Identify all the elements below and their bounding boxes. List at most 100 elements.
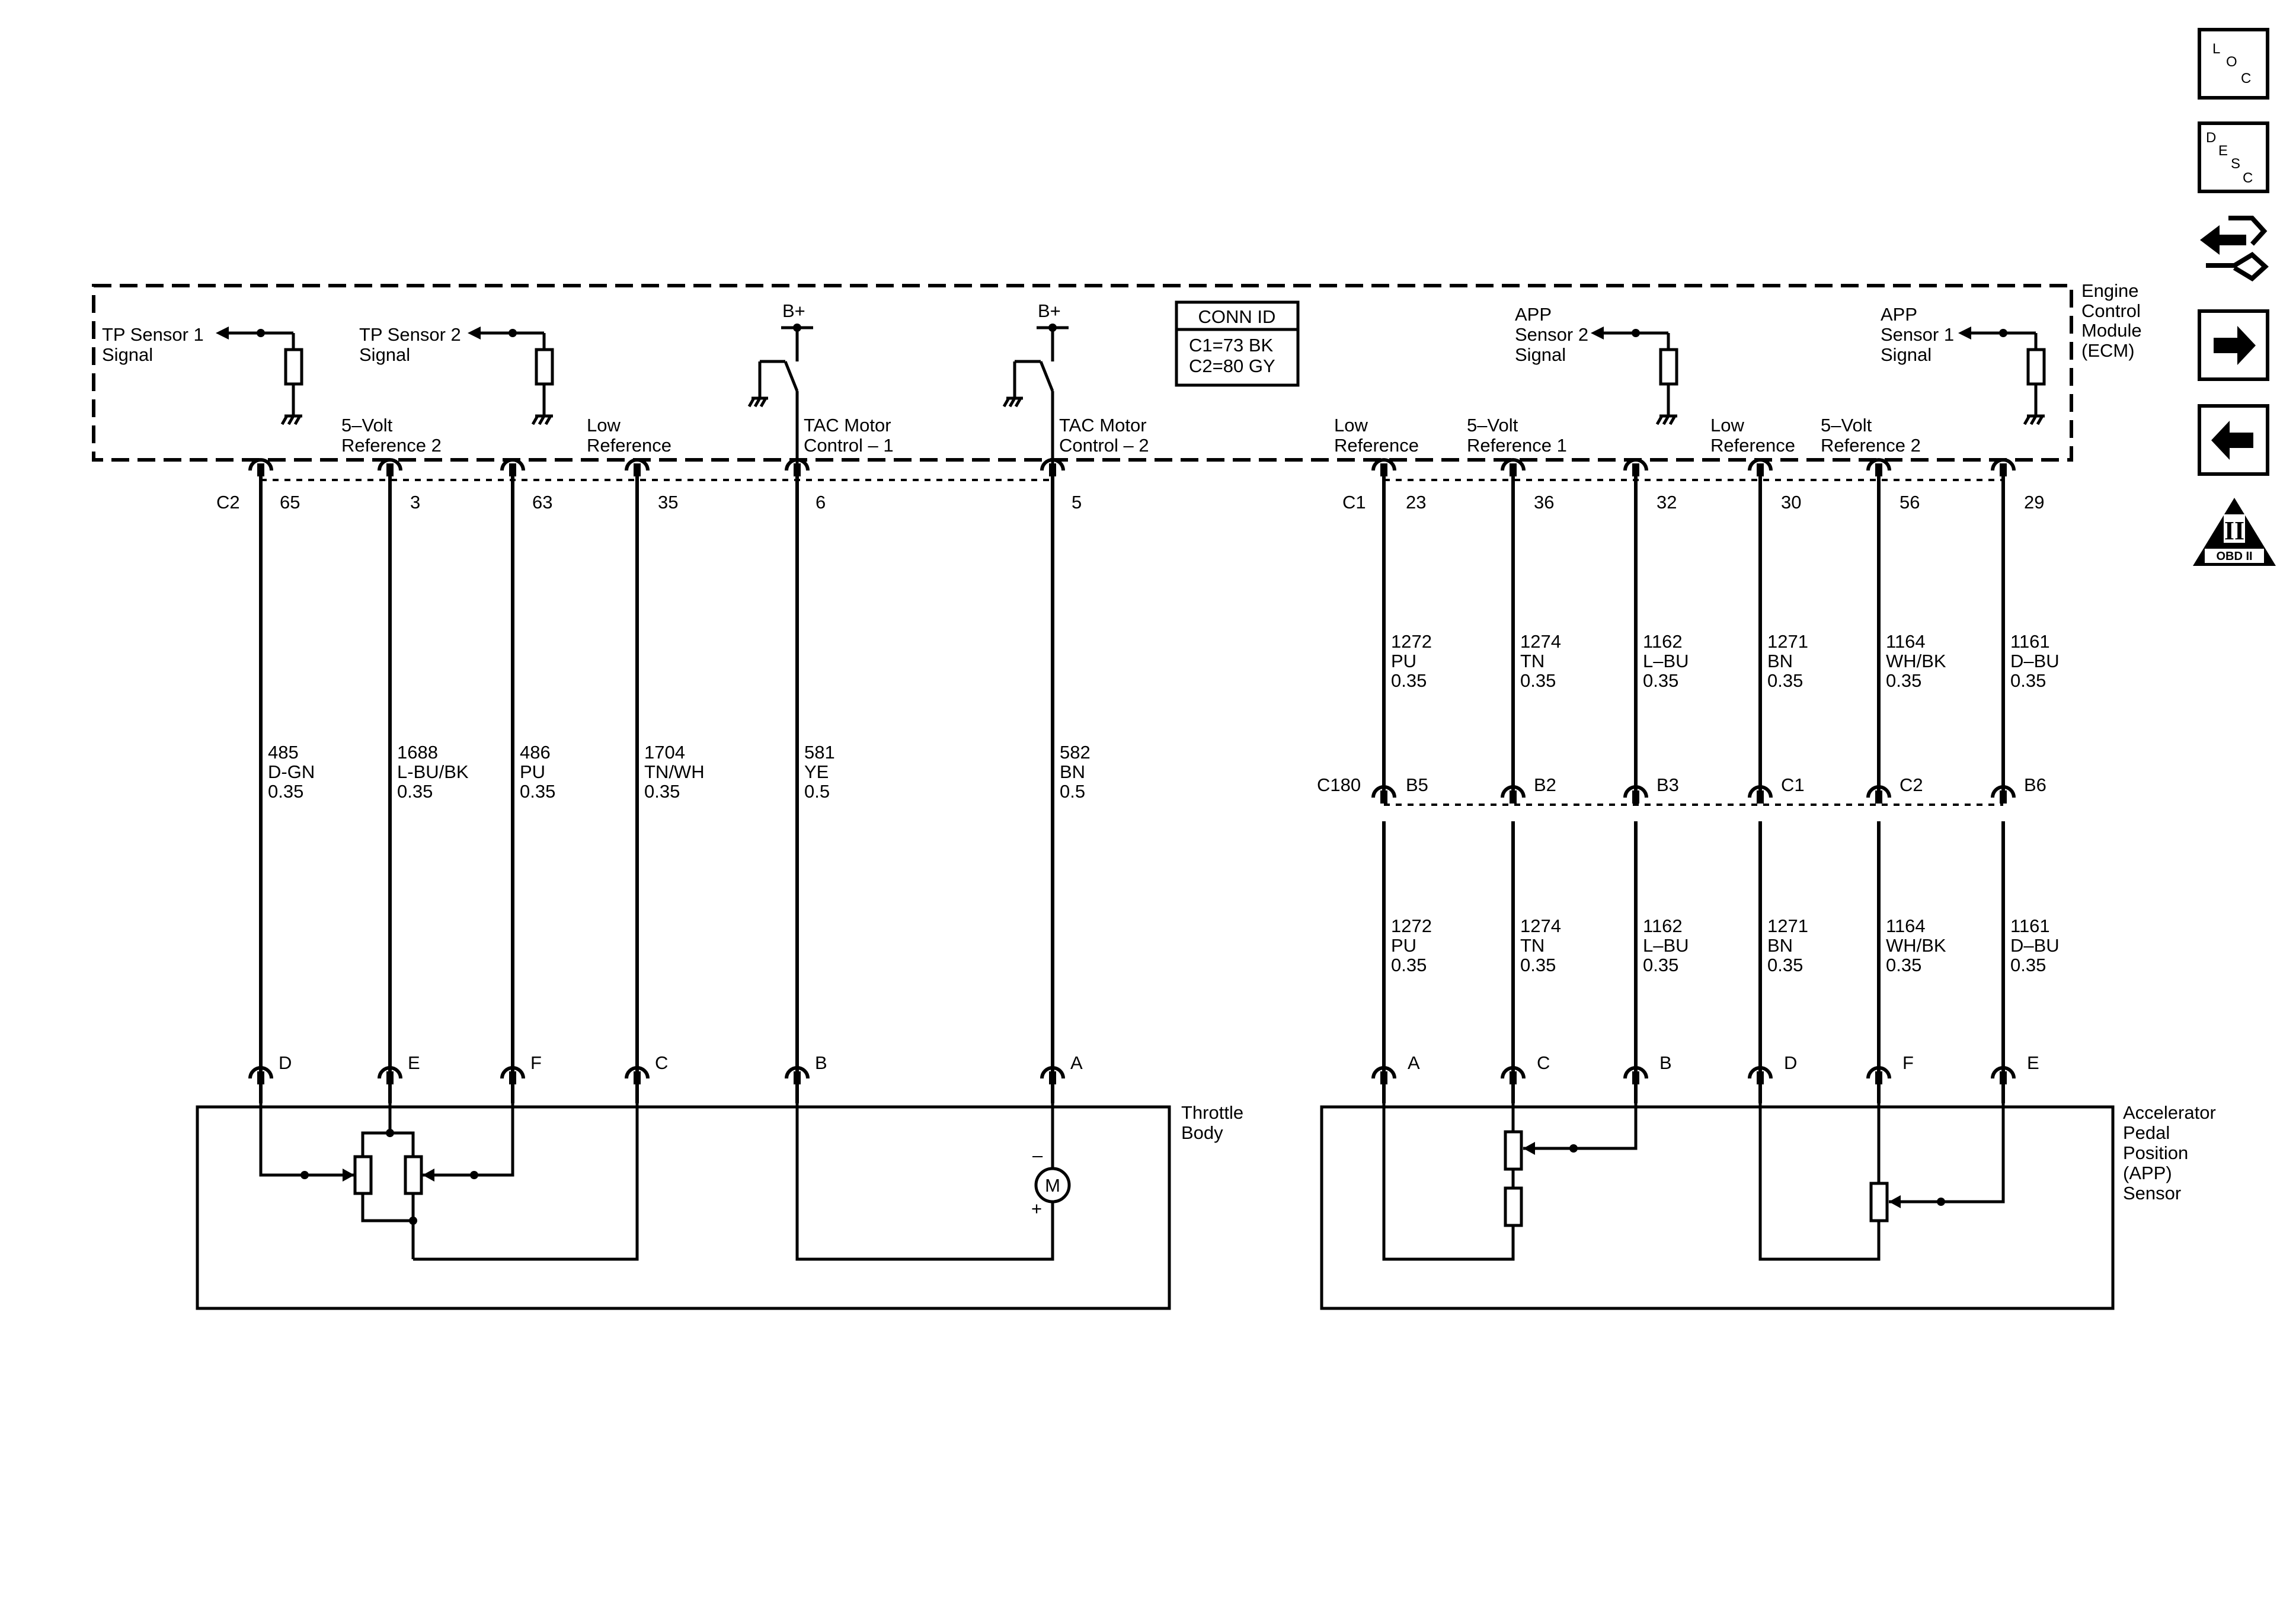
- throttle-body-label: Throttle Body: [1181, 1102, 1243, 1143]
- wire-gauge-label: 0.35: [2010, 670, 2046, 691]
- wire-color-label: TN: [1520, 651, 1544, 671]
- svg-text:Reference: Reference: [1710, 435, 1795, 456]
- svg-text:Signal: Signal: [359, 344, 410, 365]
- svg-text:TP Sensor 2: TP Sensor 2: [359, 324, 461, 345]
- svg-text:Signal: Signal: [1881, 344, 1932, 365]
- svg-text:Module: Module: [2081, 320, 2142, 341]
- svg-text:S: S: [2231, 156, 2240, 172]
- bplus-label-tac1: B+: [782, 300, 805, 321]
- app-sensor-pin-label: F: [1902, 1052, 1914, 1073]
- wire-gauge-label: 0.35: [1520, 955, 1556, 975]
- circuit-number-label: 1688: [397, 742, 438, 763]
- svg-text:Reference 2: Reference 2: [1821, 435, 1921, 456]
- ecm-function-labels: TP Sensor 1 Signal 5–Volt Reference 2 TP…: [102, 304, 1954, 456]
- ecm-module-boundary: [92, 284, 2073, 462]
- circuit-number-label: 1162: [1643, 631, 1683, 652]
- throttle-body-terminal-F: [500, 1066, 525, 1084]
- ecm-c1-terminal-56: [1866, 458, 1891, 476]
- app-sensor-terminal-A: [1371, 1066, 1396, 1084]
- svg-text:TAC Motor: TAC Motor: [1059, 415, 1147, 436]
- svg-text:II: II: [2224, 516, 2244, 545]
- throttle-body-pin-label: C: [655, 1052, 668, 1073]
- tac-motor-symbol: M: [1045, 1175, 1060, 1196]
- wire-color-label: PU: [520, 761, 545, 782]
- wire-gauge-label: 0.5: [804, 781, 830, 802]
- c180-pin-label: B5: [1406, 774, 1428, 795]
- circuit-number-label: 486: [520, 742, 551, 763]
- wire-gauge-label: 0.35: [1886, 955, 1921, 975]
- wire-color-label: L-BU/BK: [397, 761, 469, 782]
- svg-text:Control – 2: Control – 2: [1059, 435, 1149, 456]
- wire-color-label: BN: [1767, 935, 1793, 956]
- svg-text:TAC Motor: TAC Motor: [804, 415, 891, 436]
- wire-gauge-label: 0.35: [520, 781, 555, 802]
- ecm-c2-terminal-63: [500, 458, 525, 476]
- c180-terminal-B3: [1623, 785, 1648, 804]
- ecm-c1-terminal-23: [1371, 458, 1396, 476]
- circuit-number-label: 1271: [1767, 916, 1808, 936]
- app-sensor-pin-label: D: [1784, 1052, 1797, 1073]
- ecm-c2-terminal-65: [248, 458, 273, 476]
- svg-text:(APP): (APP): [2123, 1163, 2172, 1183]
- throttle-body-terminal-B: [785, 1066, 810, 1084]
- c180-pin-label: B3: [1657, 774, 1679, 795]
- svg-text:5–Volt: 5–Volt: [1821, 415, 1872, 436]
- svg-text:Sensor 1: Sensor 1: [1881, 324, 1954, 345]
- c180-terminal-B6: [1991, 785, 2016, 804]
- location-button[interactable]: L O C: [2198, 28, 2269, 100]
- svg-text:Body: Body: [1181, 1122, 1223, 1143]
- svg-text:Engine: Engine: [2081, 280, 2139, 301]
- next-page-button[interactable]: [2198, 309, 2269, 381]
- circuit-number-label: 1272: [1391, 631, 1432, 652]
- svg-text:Sensor: Sensor: [2123, 1183, 2181, 1204]
- ecm-c1-pin-label: 56: [1900, 492, 1920, 513]
- wire-gauge-label: 0.35: [2010, 955, 2046, 975]
- arrow-left-icon: [2211, 421, 2253, 460]
- ecm-c2-pin-label: 35: [658, 492, 678, 513]
- conn-id-box: CONN ID C1=73 BK C2=80 GY: [1175, 300, 1300, 387]
- wire-gauge-label: 0.35: [1391, 670, 1427, 691]
- svg-text:C: C: [2241, 71, 2251, 87]
- c180-pin-label: C2: [1900, 774, 1923, 795]
- app-sensor-pin-label: C: [1537, 1052, 1550, 1073]
- description-button[interactable]: D E S C: [2198, 121, 2269, 193]
- c180-terminal-C1: [1748, 785, 1773, 804]
- throttle-body-terminal-A: [1040, 1066, 1065, 1084]
- throttle-body-internals: [259, 1103, 1071, 1261]
- svg-text:Signal: Signal: [1515, 344, 1566, 365]
- circuit-number-label: 1272: [1391, 916, 1432, 936]
- ecm-c2-pin-label: 6: [816, 492, 826, 513]
- wire-gauge-label: 0.35: [1886, 670, 1921, 691]
- throttle-body-pin-label: D: [279, 1052, 292, 1073]
- svg-text:APP: APP: [1515, 304, 1552, 325]
- throttle-body-pin-label: E: [408, 1052, 420, 1073]
- ecm-c2-pin-label: 5: [1072, 492, 1082, 513]
- circuit-number-label: 1164: [1886, 916, 1926, 936]
- svg-text:C: C: [2243, 170, 2253, 186]
- connector-service-icon[interactable]: [2200, 216, 2269, 281]
- ecm-c1-pin-label: 32: [1657, 492, 1677, 513]
- svg-text:APP: APP: [1881, 304, 1917, 325]
- svg-text:Sensor 2: Sensor 2: [1515, 324, 1588, 345]
- wire-color-label: YE: [804, 761, 829, 782]
- wire-color-label: TN: [1520, 935, 1544, 956]
- circuit-number-label: 1162: [1643, 916, 1683, 936]
- svg-text:Low: Low: [1334, 415, 1368, 436]
- arrow-right-icon: [2214, 326, 2256, 365]
- svg-text:D: D: [2206, 130, 2216, 146]
- svg-text:Reference: Reference: [587, 435, 671, 456]
- svg-text:OBD II: OBD II: [2216, 550, 2252, 563]
- throttle-body-terminal-C: [625, 1066, 650, 1084]
- wire-color-label: PU: [1391, 651, 1416, 671]
- obd-ii-icon[interactable]: II OBD II: [2193, 498, 2276, 566]
- app-sensor-terminal-F: [1866, 1066, 1891, 1084]
- svg-text:Control: Control: [2081, 300, 2141, 321]
- circuit-number-label: 581: [804, 742, 835, 763]
- previous-page-button[interactable]: [2198, 404, 2269, 476]
- connector-c2-label: C2: [216, 492, 240, 513]
- svg-text:5–Volt: 5–Volt: [341, 415, 393, 436]
- c180-pin-label: C1: [1781, 774, 1805, 795]
- ecm-c1-pin-label: 23: [1406, 492, 1426, 513]
- wire-gauge-label: 0.35: [1391, 955, 1427, 975]
- ecm-c2-pin-label: 63: [532, 492, 552, 513]
